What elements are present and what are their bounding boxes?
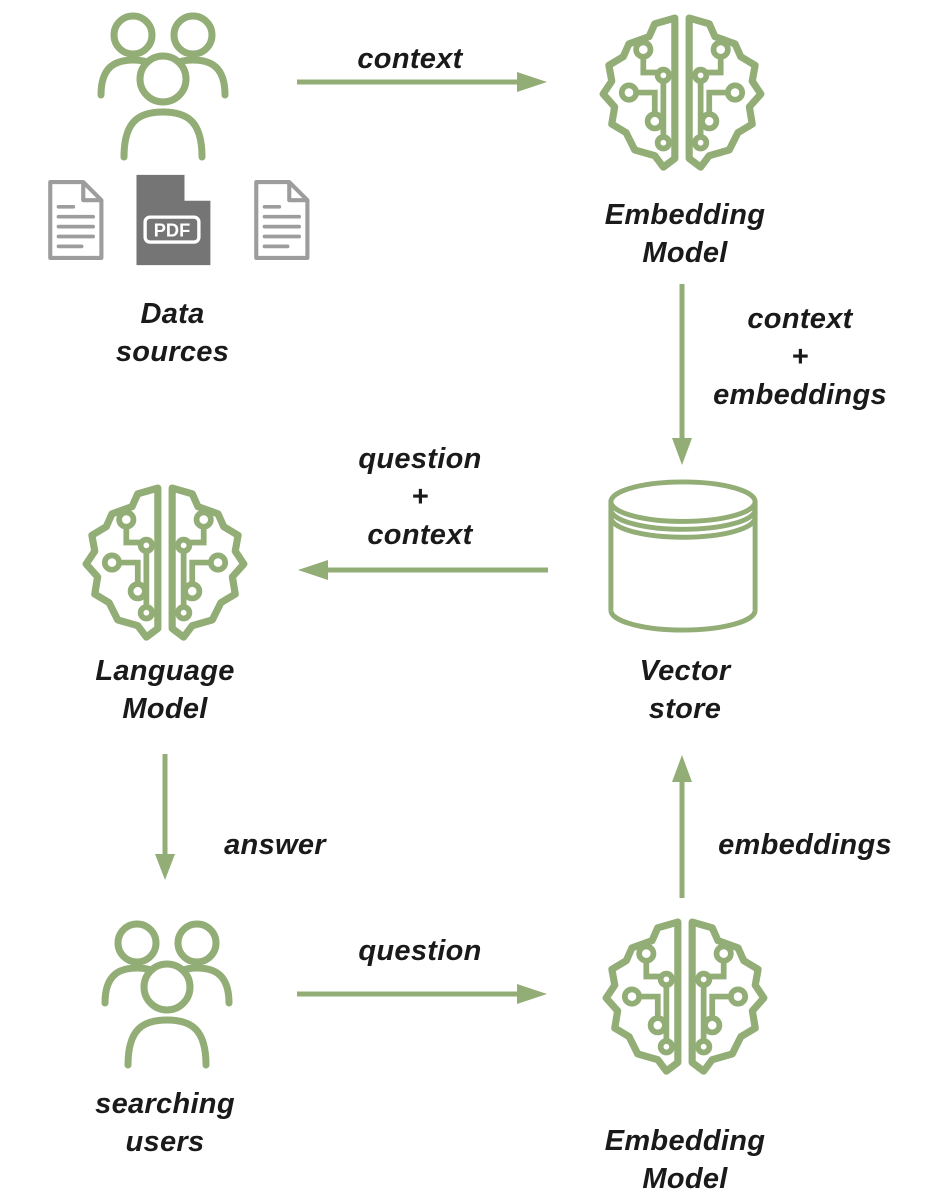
vector-store-label: Vector store [610,652,760,728]
question-context-line1: question [358,443,482,475]
embedding-model-bottom-label: Embedding Model [585,1122,785,1198]
arrow-right-context [295,70,550,94]
embedding-model-top-icon [592,8,772,180]
document-icon-right [248,176,314,264]
data-sources-label-line1: Data [140,298,205,330]
text-document-icon [48,179,104,261]
ai-brain-icon [599,14,765,171]
users-group-icon [101,920,233,1069]
edge-label-embeddings: embeddings [718,829,892,861]
pdf-icon: PDF [136,174,211,266]
searching-users-label-line2: users [125,1126,205,1158]
searching-users-label: searching users [65,1085,265,1161]
context-embeddings-line3: embeddings [713,379,887,411]
context-embeddings-line1: context [747,303,853,335]
edge-label-question-plus-context: question + context [320,440,520,554]
ai-brain-icon [82,484,248,641]
language-model-label-line1: Language [95,655,235,687]
embedding-model-bottom-icon [595,912,775,1084]
language-model-label-line2: Model [122,693,208,725]
database-cylinder-icon [608,479,758,633]
arrow-down-context-embeddings [670,282,694,467]
question-context-line3: context [367,519,473,551]
document-icon-left [42,176,108,264]
searching-users-label-line1: searching [95,1088,235,1120]
question-context-line2: + [411,481,429,513]
arrow-down-answer [153,752,177,882]
data-sources-label-line2: sources [115,336,230,368]
edge-label-answer: answer [224,829,326,861]
users-group-icon [97,12,229,161]
language-model-label: Language Model [65,652,265,728]
data-sources-users-icon [88,4,238,166]
edge-label-question: question [358,935,482,967]
embedding-model-top-label-line1: Embedding [604,199,766,231]
embedding-model-bottom-label-line1: Embedding [604,1125,766,1157]
vector-store-label-line1: Vector [639,655,731,687]
arrow-right-question [295,982,550,1006]
embedding-model-top-label-line2: Model [642,237,728,269]
data-sources-label: Data sources [60,295,285,371]
arrow-left-question-context [295,558,550,582]
pdf-label: PDF [154,219,190,240]
vector-store-icon [602,476,764,636]
edge-label-context: context [357,43,463,75]
searching-users-icon [92,912,242,1074]
embedding-model-bottom-label-line2: Model [642,1163,728,1195]
text-document-icon [254,179,310,261]
embedding-model-top-label: Embedding Model [585,196,785,272]
vector-store-label-line2: store [648,693,722,725]
ai-brain-icon [602,918,768,1075]
pdf-document-icon: PDF [128,172,216,268]
language-model-icon [75,478,255,650]
context-embeddings-line2: + [791,341,809,373]
edge-label-context-plus-embeddings: context + embeddings [700,300,900,414]
arrow-up-embeddings [670,752,694,900]
